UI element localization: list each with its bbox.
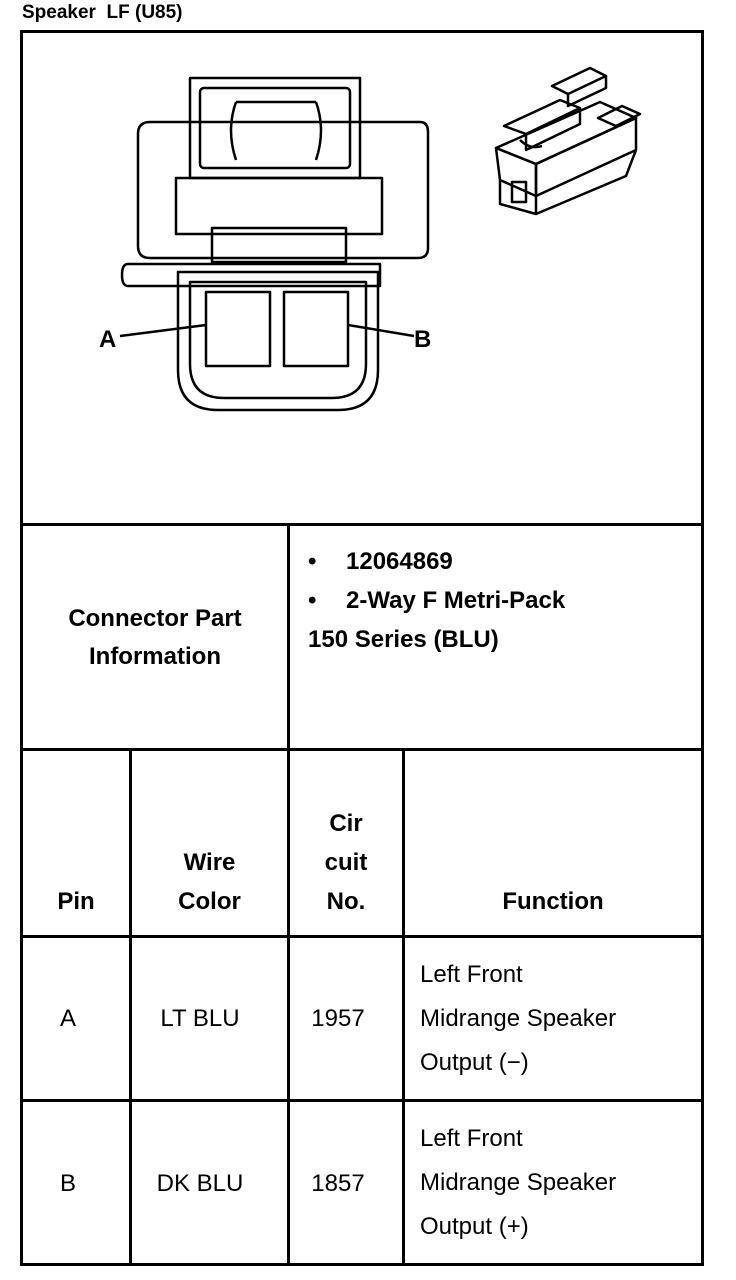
divider-col-function [402,748,405,1266]
connector-info-details: • 12064869 • 2-Way F Metri-Pack 150 Series… [308,542,565,659]
header-wire-line1: Wire [183,849,236,876]
divider-info [20,748,704,751]
header-pin-text: Pin [57,888,95,915]
header-circuit-line1: Cir [329,810,363,837]
connector-front-view [119,76,430,412]
divider-col-pin [129,748,132,1266]
row-b-function: Left Front Midrange Speaker Output (+) [420,1117,616,1249]
connector-iso-view [494,66,642,216]
header-pin: Pin [23,751,129,935]
divider-row-a [20,1099,704,1102]
header-circuit: Cir cuit No. [290,751,402,935]
row-a-function: Left Front Midrange Speaker Output (−) [420,953,616,1085]
connector-info-label: Connector Part Information [23,528,287,748]
page-title: Speaker LF (U85) [22,2,183,23]
row-a-wire-color: LT BLU [160,1004,240,1032]
divider-header [20,935,704,938]
connector-diagram: A B [99,66,642,412]
row-b-function-line1: Left Front [420,1125,523,1152]
connector-table-frame [20,30,704,1266]
bullet: • [308,587,317,614]
divider-diagram [20,523,704,526]
header-wire-color: Wire Color [132,751,287,935]
row-a-circuit: 1957 [311,1004,365,1032]
row-a-function-line2: Midrange Speaker [420,1005,617,1032]
header-function: Function [405,751,701,935]
header-wire-line2: Color [178,888,241,915]
connector-description: 2-Way F Metri-Pack [346,587,566,614]
row-b-function-line3: Output (+) [420,1213,529,1240]
connector-info-label-line1: Connector Part [68,605,242,632]
row-b-wire-color: DK BLU [156,1170,244,1197]
pin-label-a: A [99,326,116,353]
header-circuit-line2: cuit [324,849,368,876]
row-b-circuit: 1857 [311,1170,365,1197]
header-circuit-line3: No. [326,888,366,915]
bullet: • [308,548,317,575]
row-a-pin: A [59,1004,76,1032]
pin-label-b: B [414,326,431,353]
divider-col-circuit [287,523,290,1266]
row-a-function-line1: Left Front [420,961,523,988]
row-a-function-line3: Output (−) [420,1049,529,1076]
row-b-pin: B [59,1170,76,1197]
row-b-function-line2: Midrange Speaker [420,1169,617,1196]
connector-info-label-line2: Information [88,643,221,670]
part-number: 12064869 [346,548,453,575]
connector-series: 150 Series (BLU) [308,626,499,653]
header-function-text: Function [502,888,604,915]
